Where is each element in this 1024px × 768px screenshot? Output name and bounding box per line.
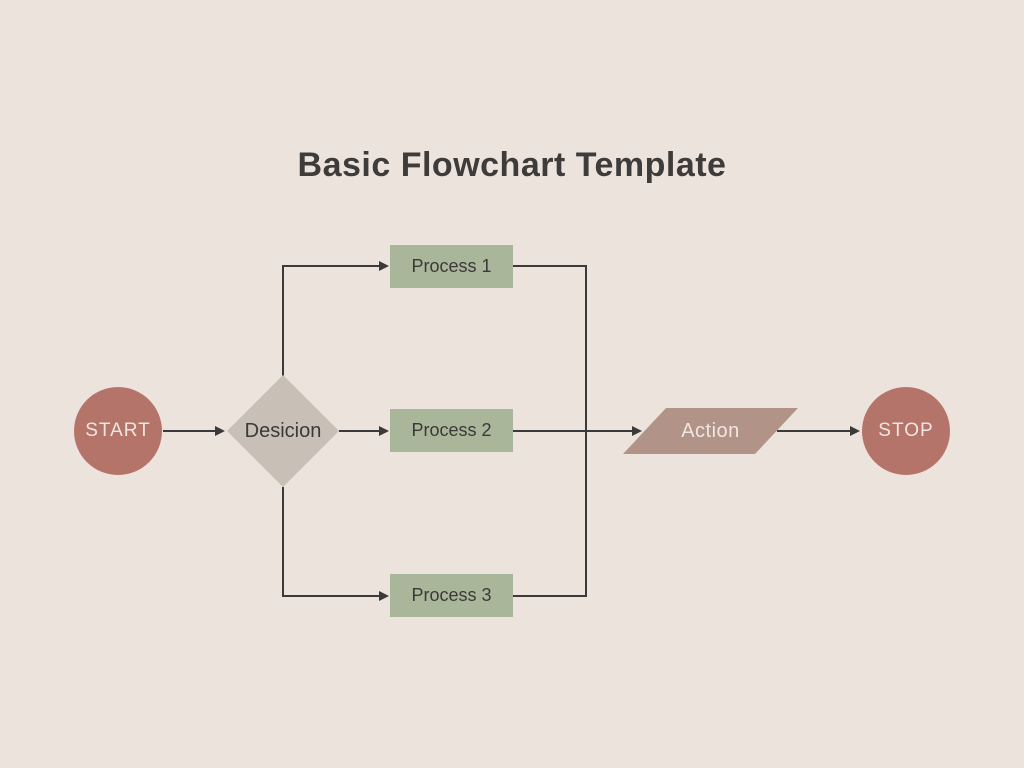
process3-label: Process 3 <box>411 585 492 605</box>
decision-node: Desicion <box>227 375 339 487</box>
start-node: START <box>74 387 162 475</box>
action-label: Action <box>681 419 740 442</box>
edge-decision-process3 <box>282 487 389 601</box>
stop-node: STOP <box>862 387 950 475</box>
process1-node: Process 1 <box>390 245 513 288</box>
process3-node: Process 3 <box>390 574 513 617</box>
decision-label: Desicion <box>244 419 322 442</box>
action-node: Action <box>623 408 798 454</box>
edge-decision-process1 <box>282 261 389 376</box>
diagram-title: Basic Flowchart Template <box>297 146 727 184</box>
process2-node: Process 2 <box>390 409 513 452</box>
process1-label: Process 1 <box>411 256 492 276</box>
start-label: START <box>85 420 151 441</box>
parallelogram-shape <box>623 408 798 454</box>
stop-label: STOP <box>878 420 934 441</box>
diamond-shape <box>227 375 339 487</box>
process2-label: Process 2 <box>411 420 492 440</box>
